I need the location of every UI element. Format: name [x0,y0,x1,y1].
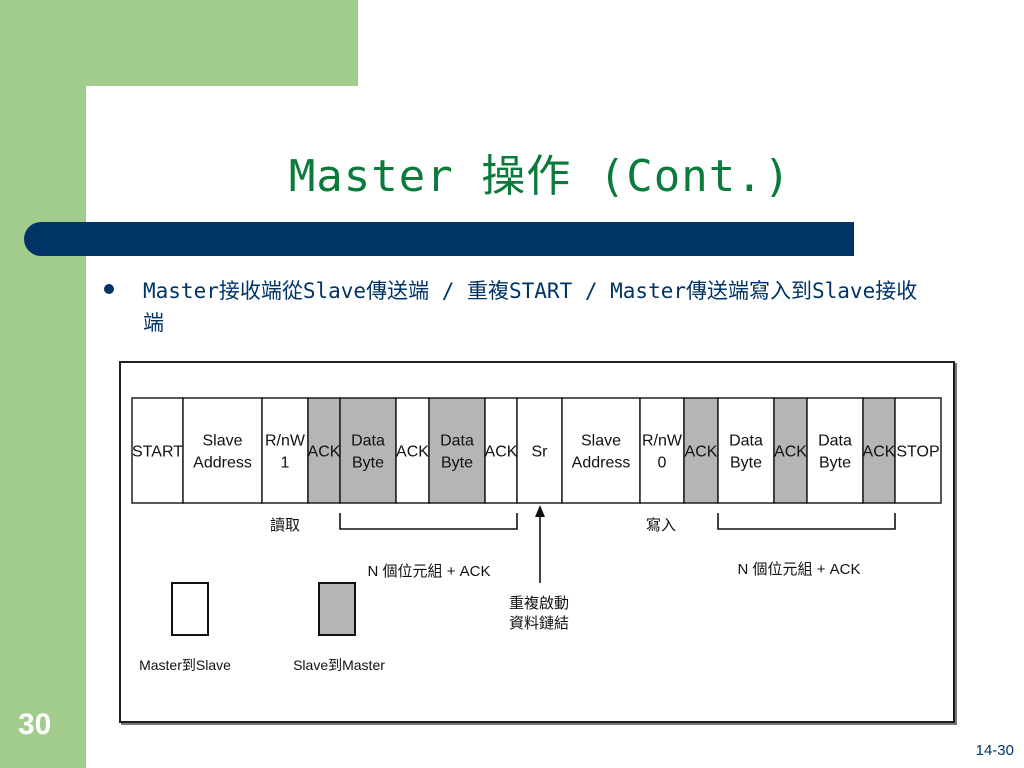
frame-cell-2-text-1: 1 [281,455,290,472]
green-top-band [0,0,358,86]
bullet-dot-icon [104,284,114,294]
write-label: 寫入 [646,516,676,534]
bullet-text: Master接收端從Slave傳送端 / 重複START / Master傳送端… [143,279,918,335]
frame-cell-2-text-0: R/nW [265,433,306,450]
frame-cell-9-text-1: Address [572,455,631,472]
frame-cell-10 [639,397,685,504]
slide-title: Master 操作 (Cont.) [288,151,792,202]
restart-label-line2: 資料鏈結 [509,615,569,632]
frame-cell-12-text-1: Byte [730,455,762,472]
legend-master-swatch [171,582,209,636]
frame-cell-0 [131,397,184,504]
frame-cell-16-text-0: STOP [896,444,939,461]
frame-cell-1 [182,397,263,504]
n-bytes-label-left: N 個位元組 + ACK [368,563,491,580]
read-label: 讀取 [270,517,300,534]
green-side-band [0,0,86,768]
page-number: 30 [18,708,52,741]
frame-cell-10-text-0: R/nW [642,433,683,450]
frame-cell-14 [806,397,864,504]
frame-cell-9 [561,397,641,504]
restart-arrow-head [535,505,545,517]
frame-cell-4 [339,397,397,504]
frame-cell-7-text-0: ACK [485,444,518,461]
frame-cell-5-text-0: ACK [396,444,429,461]
frame-cell-10-text-1: 0 [658,455,667,472]
legend-master-label: Master到Slave [139,657,231,673]
frame-cell-12 [717,397,775,504]
frame-cell-8 [516,397,563,504]
frame-cell-15-text-0: ACK [863,444,896,461]
frame-cell-6-text-1: Byte [441,455,473,472]
frame-cell-1-text-0: Slave [202,433,242,450]
frame-cell-2 [261,397,309,504]
frame-cell-5 [395,397,430,504]
frame-cell-3 [307,397,341,504]
frame-cell-0-text-0: START [132,444,183,461]
frame-cell-4-text-0: Data [351,433,385,450]
frame-cell-14-text-1: Byte [819,455,851,472]
frame-cell-6 [428,397,486,504]
frame-cell-11 [683,397,719,504]
n-bytes-label-right: N 個位元組 + ACK [738,561,861,578]
legend-slave-label: Slave到Master [293,657,385,673]
frame-cell-12-text-0: Data [729,433,763,450]
legend-slave-swatch [318,582,356,636]
frame-cell-16 [894,397,942,504]
frame-cell-9-text-0: Slave [581,433,621,450]
read-bracket [339,513,518,530]
frame-cell-7 [484,397,518,504]
frame-cell-8-text-0: Sr [532,444,549,461]
frame-cell-6-text-0: Data [440,433,474,450]
slide-reference: 14-30 [975,742,1014,759]
brackets [339,513,896,583]
frame-cell-14-text-0: Data [818,433,852,450]
restart-label-line1: 重複啟動 [509,595,569,612]
frame-cell-1-text-1: Address [193,455,252,472]
write-bracket [717,513,896,530]
content-corner [86,86,206,206]
frame-cell-3-text-0: ACK [308,444,341,461]
title-underline-bar [24,222,854,256]
frame-cell-13-text-0: ACK [774,444,807,461]
frame-cell-11-text-0: ACK [685,444,718,461]
frame-cell-4-text-1: Byte [352,455,384,472]
frame-cell-15 [862,397,896,504]
